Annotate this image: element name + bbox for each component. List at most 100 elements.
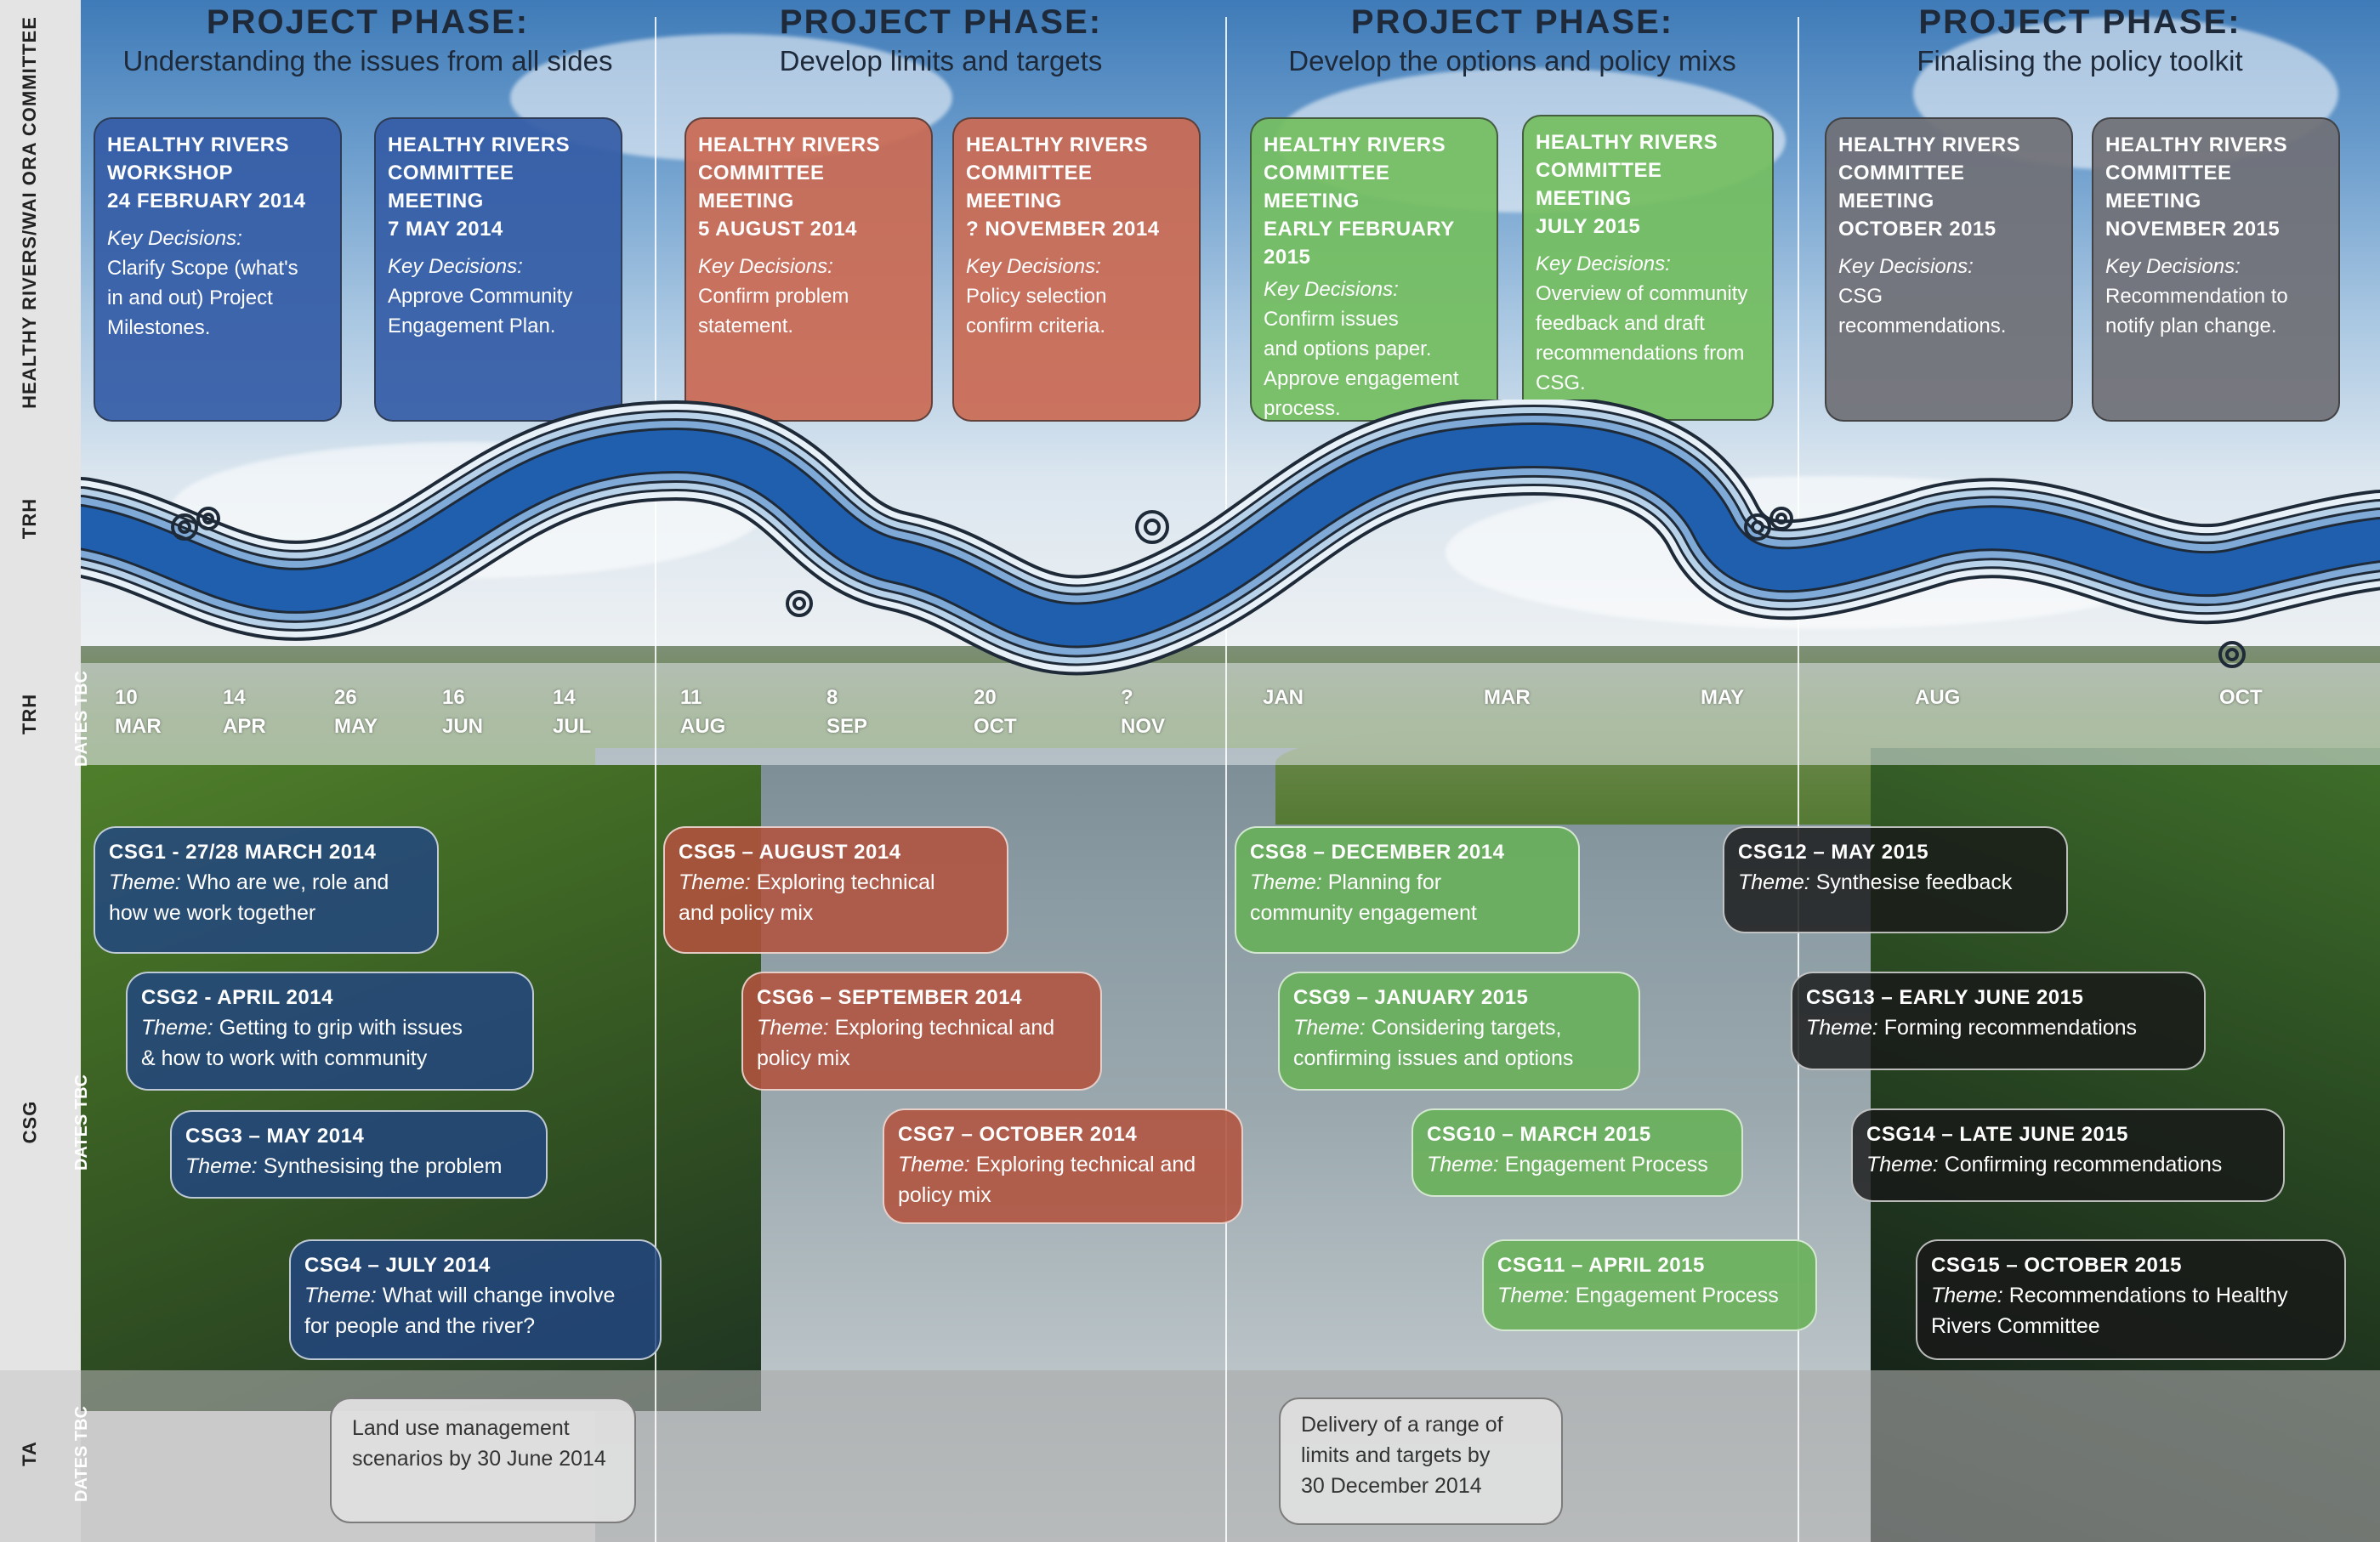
csg-theme: Theme: Synthesising the problem	[185, 1154, 503, 1178]
csg-title: CSG13 – EARLY JUNE 2015	[1806, 986, 2084, 1009]
csg-title: CSG6 – SEPTEMBER 2014	[757, 986, 1022, 1009]
csg-theme: Theme: Engagement Process	[1497, 1284, 1779, 1307]
phase-title: PROJECT PHASE:	[779, 3, 1103, 41]
river-ribbon-illustration	[81, 400, 2380, 676]
csg-meeting-card: CSG14 – LATE JUNE 2015 Theme: Confirming…	[1851, 1108, 2285, 1202]
phase-divider	[655, 17, 656, 1542]
trh-date-label: AUG	[1915, 686, 1961, 709]
committee-side-label: HEALTHY RIVERS/WAI ORA COMMITTEE	[19, 16, 41, 409]
csg-meeting-card: CSG12 – MAY 2015 Theme: Synthesise feedb…	[1723, 826, 2068, 933]
csg-meeting-card: CSG6 – SEPTEMBER 2014 Theme: Exploring t…	[741, 972, 1102, 1091]
csg-meeting-card: CSG9 – JANUARY 2015 Theme: Considering t…	[1278, 972, 1640, 1091]
csg-meeting-card: CSG7 – OCTOBER 2014 Theme: Exploring tec…	[883, 1108, 1243, 1224]
csg-theme: Theme: Confirming recommendations	[1866, 1153, 2223, 1176]
koru-swirl-icon	[171, 507, 2246, 668]
phase-header-2: PROJECT PHASE: Develop limits and target…	[656, 0, 1225, 78]
csg-meeting-card: CSG15 – OCTOBER 2015 Theme: Recommendati…	[1916, 1239, 2346, 1360]
phase-header-4: PROJECT PHASE: Finalising the policy too…	[1799, 0, 2360, 78]
csg-theme: Theme: Forming recommendations	[1806, 1016, 2138, 1040]
csg-title: CSG8 – DECEMBER 2014	[1250, 841, 1505, 864]
csg-theme: Theme: Considering targets,confirming is…	[1293, 1016, 1574, 1070]
ta-side-label: TA	[18, 1441, 40, 1466]
csg-meeting-card: CSG4 – JULY 2014 Theme: What will change…	[289, 1239, 662, 1360]
csg-side-label: CSG	[19, 1100, 40, 1144]
csg-theme: Theme: Getting to grip with issues& how …	[141, 1016, 463, 1070]
phase-header-1: PROJECT PHASE: Understanding the issues …	[81, 0, 655, 78]
trh-dates-band	[81, 663, 2380, 765]
csg-title: CSG12 – MAY 2015	[1738, 841, 1929, 864]
phase-title: PROJECT PHASE:	[1918, 3, 2241, 41]
csg-meeting-card: CSG8 – DECEMBER 2014 Theme: Planning for…	[1235, 826, 1580, 954]
csg-title: CSG3 – MAY 2014	[185, 1125, 365, 1148]
left-label-strip	[0, 0, 81, 1542]
left-label-strip-ta	[0, 1370, 81, 1542]
csg-title: CSG2 - APRIL 2014	[141, 986, 333, 1009]
csg-meeting-card: CSG11 – APRIL 2015 Theme: Engagement Pro…	[1482, 1239, 1817, 1331]
key-decisions-label: Key Decisions:	[2105, 255, 2241, 278]
phase-title: PROJECT PHASE:	[1350, 3, 1674, 41]
csg-meeting-card: CSG1 - 27/28 MARCH 2014 Theme: Who are w…	[94, 826, 439, 954]
key-decisions-label: Key Decisions:	[1838, 255, 1974, 278]
csg-theme: Theme: Synthesise feedback	[1738, 870, 2013, 894]
phase-subtitle: Understanding the issues from all sides	[122, 45, 613, 77]
trh-date-label: JAN	[1263, 686, 1304, 709]
csg-meeting-card: CSG2 - APRIL 2014 Theme: Getting to grip…	[126, 972, 534, 1091]
csg-title: CSG15 – OCTOBER 2015	[1931, 1254, 2183, 1277]
trh-date-label: OCT	[2219, 686, 2263, 709]
csg-theme: Theme: Engagement Process	[1427, 1153, 1708, 1176]
key-decisions-label: Key Decisions:	[966, 255, 1101, 278]
ta-dates-tbc: DATES TBC	[71, 1405, 91, 1502]
csg-dates-tbc: DATES TBC	[71, 1074, 91, 1171]
csg-meeting-card: CSG5 – AUGUST 2014 Theme: Exploring tech…	[663, 826, 1008, 954]
csg-title: CSG7 – OCTOBER 2014	[898, 1123, 1138, 1146]
trh-date-label: MAR	[1484, 686, 1531, 709]
csg-title: CSG14 – LATE JUNE 2015	[1866, 1123, 2129, 1146]
phase-divider	[1798, 17, 1799, 1542]
key-decisions-label: Key Decisions:	[107, 227, 242, 250]
csg-title: CSG5 – AUGUST 2014	[679, 841, 901, 864]
trh-date-label: ?NOV	[1121, 686, 1166, 738]
trh-date-label: MAY	[1701, 686, 1745, 709]
key-decisions-label: Key Decisions:	[1264, 278, 1399, 301]
trh-side-label: TRH	[19, 693, 40, 735]
